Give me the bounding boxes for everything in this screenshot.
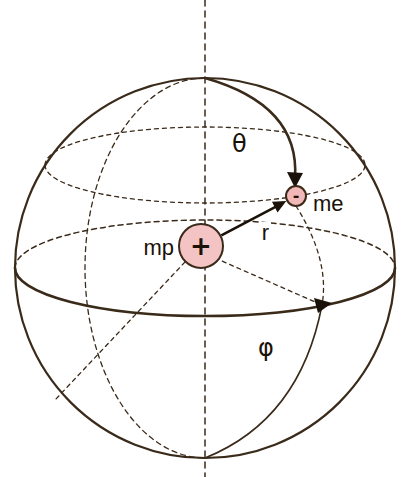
x-axis-line [55,262,185,400]
meridian-dotted [296,206,324,305]
mass-label: mp [143,237,174,259]
proton-circle: +mp [178,223,224,269]
equator-front [15,268,395,316]
latitude-back [45,127,365,165]
charge-sign: - [293,188,300,204]
arrowhead [272,201,286,212]
radius-arrow [221,201,286,235]
sphere-outline [15,78,395,458]
projection-line [215,258,322,305]
radius-label: r [260,222,271,244]
theta-arc [205,78,295,178]
equator-back [15,220,395,268]
mass-label: me [313,193,344,215]
theta-label: θ [232,132,247,156]
electron-circle: -me [285,185,307,207]
meridian-lower [205,305,322,458]
back-meridian [85,78,205,458]
phi-arrowhead [314,298,332,313]
phi-label: φ [258,336,274,360]
charge-sign: + [190,233,212,259]
